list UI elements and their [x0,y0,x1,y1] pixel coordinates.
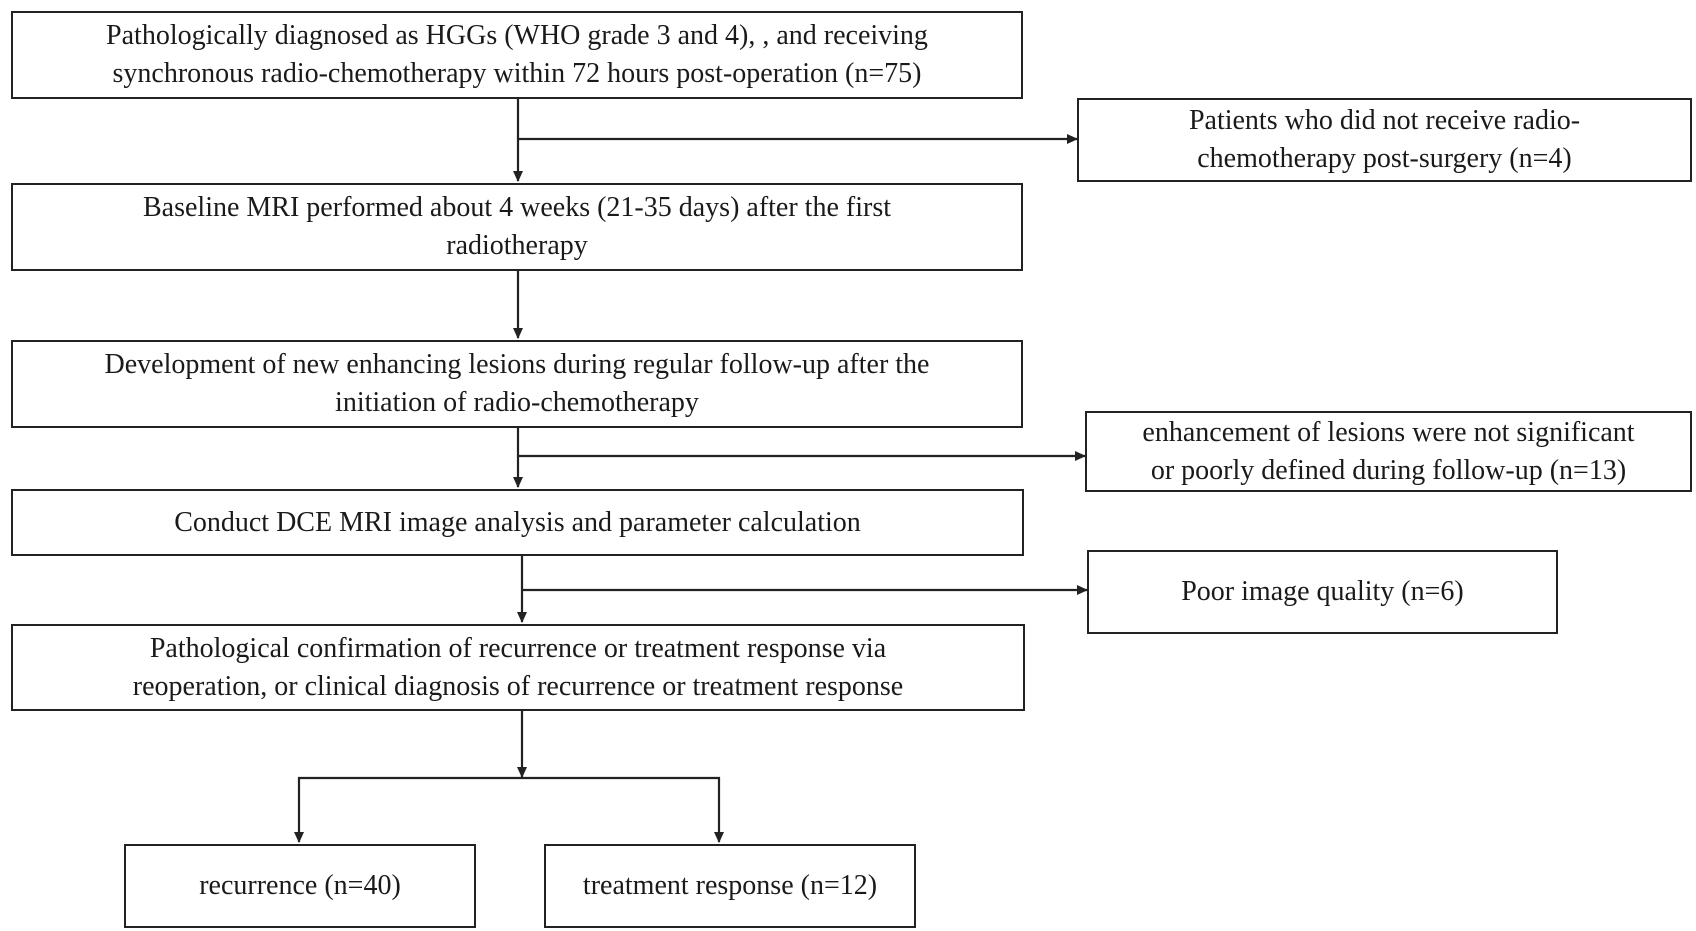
exclusion-2-line-2: or poorly defined during follow-up (n=13… [1150,454,1627,486]
outcome-box-treatment-response: treatment response (n=12) [544,844,916,928]
step-2-line-2: radiotherapy [446,230,588,261]
step-1-line-2: synchronous radio-chemotherapy within 72… [112,58,922,89]
step-4-line-1: Conduct DCE MRI image analysis and param… [174,506,861,538]
step-3-line-2: initiation of radio-chemotherapy [335,387,699,418]
exclusion-1-line-2: chemotherapy post-surgery (n=4) [1197,143,1572,174]
step-box-2: Baseline MRI performed about 4 weeks (21… [11,183,1023,271]
step-2-line-1: Baseline MRI performed about 4 weeks (21… [143,192,891,223]
outcome-recurrence-label: recurrence (n=40) [199,870,401,901]
exclusion-3-line-1: Poor image quality (n=6) [1181,576,1464,607]
step-box-1: Pathologically diagnosed as HGGs (WHO gr… [11,11,1023,99]
step-box-4: Conduct DCE MRI image analysis and param… [11,489,1024,556]
outcome-box-recurrence: recurrence (n=40) [124,844,476,928]
exclusion-1-line-1: Patients who did not receive radio- [1188,105,1581,136]
step-box-3: Development of new enhancing lesions dur… [11,340,1023,428]
step-3-line-1: Development of new enhancing lesions dur… [104,349,930,380]
step-1-line-1: Pathologically diagnosed as HGGs (WHO gr… [106,20,928,51]
outcome-treatment-response-label: treatment response (n=12) [582,870,878,901]
step-box-5: Pathological confirmation of recurrence … [11,624,1025,711]
exclusion-box-3: Poor image quality (n=6) [1087,550,1558,634]
step-5-line-1: Pathological confirmation of recurrence … [149,632,887,664]
exclusion-2-line-1: enhancement of lesions were not signific… [1142,416,1635,448]
exclusion-box-2: enhancement of lesions were not signific… [1085,411,1692,492]
exclusion-box-1: Patients who did not receive radio- chem… [1077,98,1692,182]
step-5-line-2: reoperation, or clinical diagnosis of re… [132,670,904,702]
